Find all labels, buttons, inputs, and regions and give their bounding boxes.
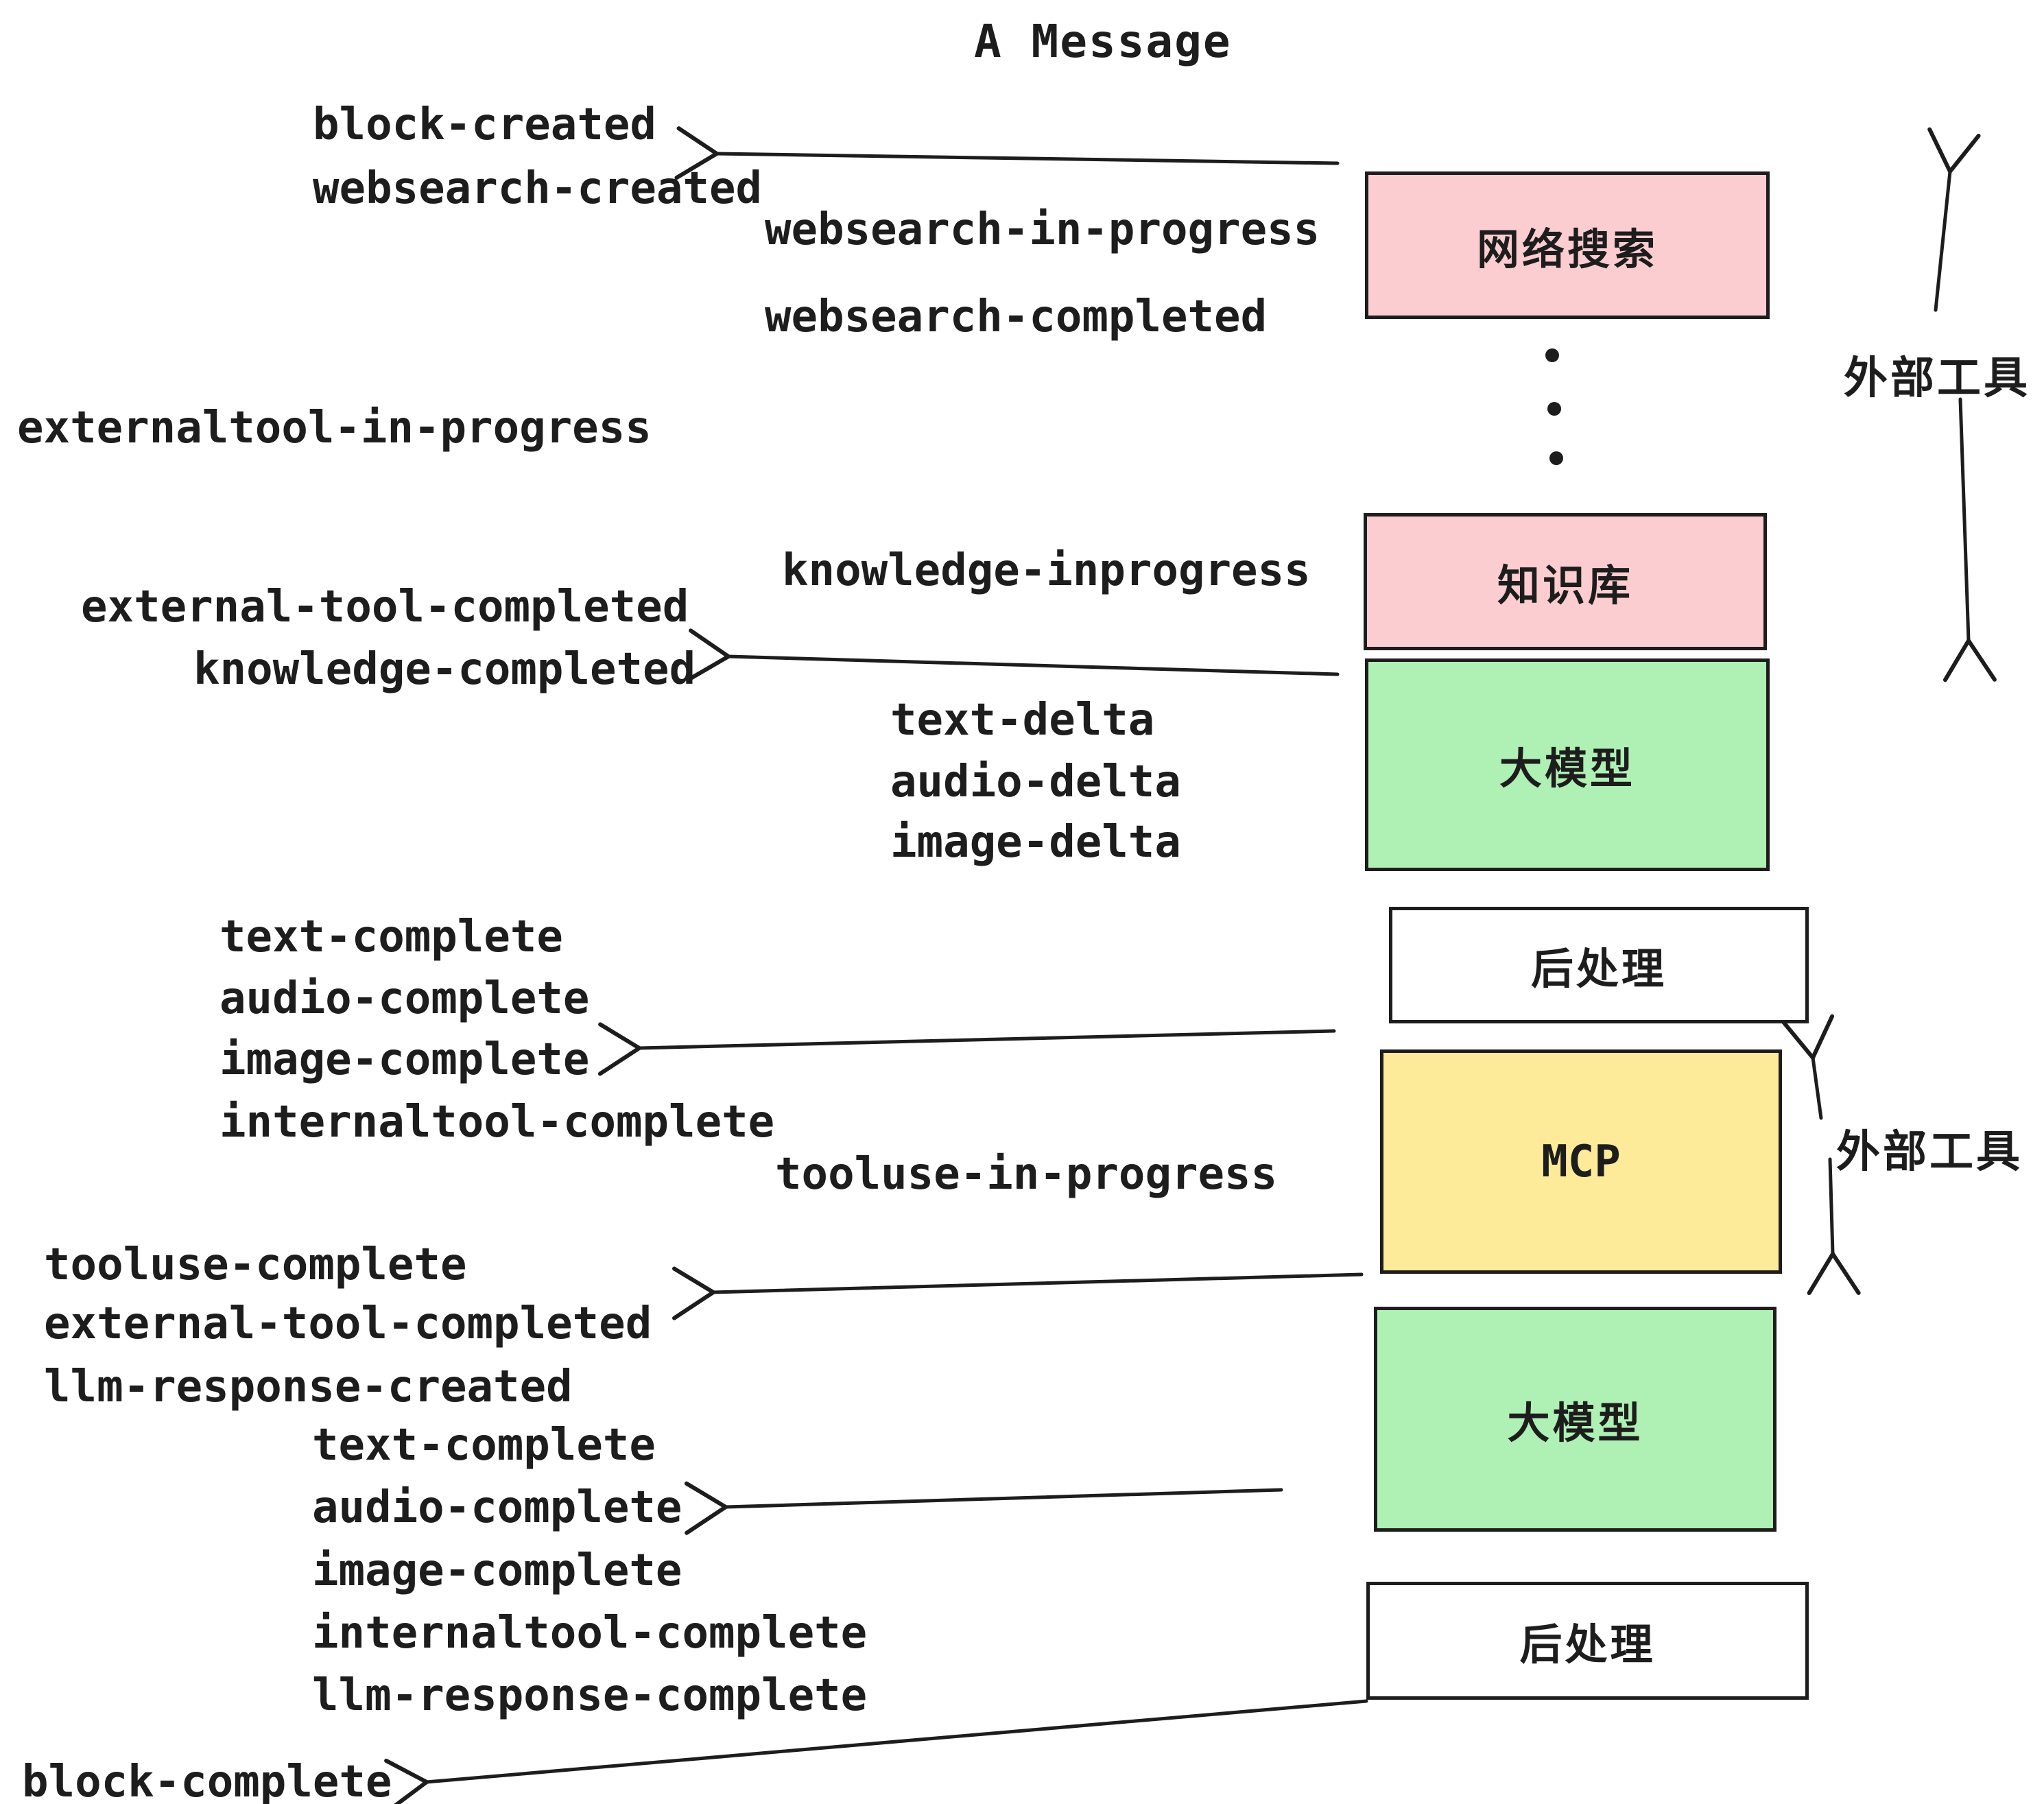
- box-knowledge: 知识库: [1364, 513, 1767, 650]
- arrow-knowledge-completed: [685, 628, 1340, 683]
- event-internaltool-complete: internaltool-complete: [219, 1097, 775, 1148]
- external-tools-arrows-top: [1927, 127, 1997, 683]
- event-arrows: [384, 126, 1368, 1804]
- arrow-down-icon: [1942, 397, 1997, 683]
- arrow-audio-complete: [684, 1481, 1283, 1535]
- box-llm-1-label: 大模型: [1499, 744, 1635, 794]
- arrow-up-icon: [1781, 1014, 1835, 1120]
- event-external-tool-completed-2: external-tool-completed: [44, 1298, 652, 1349]
- arrow-up-icon: [1927, 127, 1981, 312]
- arrow-tooluse-complete: [672, 1266, 1364, 1320]
- event-audio-delta: audio-delta: [890, 757, 1181, 807]
- box-llm-1: 大模型: [1365, 658, 1770, 871]
- event-websearch-in-progress: websearch-in-progress: [765, 204, 1320, 255]
- box-mcp-label: MCP: [1541, 1136, 1621, 1187]
- event-text-complete-2: text-complete: [312, 1420, 656, 1471]
- event-text-complete: text-complete: [219, 912, 563, 962]
- arrow-block-websearch-created: [674, 126, 1340, 180]
- box-knowledge-label: 知识库: [1497, 560, 1633, 610]
- event-block-created: block-created: [313, 99, 656, 150]
- external-tools-label-top: 外部工具: [1844, 353, 2030, 404]
- box-websearch: 网络搜索: [1365, 171, 1770, 319]
- box-llm-2: 大模型: [1374, 1307, 1776, 1532]
- event-external-tool-completed: external-tool-completed: [81, 582, 689, 632]
- event-llm-response-created: llm-response-created: [44, 1362, 573, 1412]
- box-postprocess-1-label: 后处理: [1530, 944, 1667, 994]
- box-llm-2-label: 大模型: [1507, 1398, 1643, 1448]
- event-internaltool-complete-2: internaltool-complete: [312, 1608, 868, 1659]
- event-knowledge-inprogress: knowledge-inprogress: [782, 545, 1311, 596]
- external-tools-label-bottom: 外部工具: [1836, 1127, 2023, 1178]
- box-websearch-label: 网络搜索: [1476, 224, 1658, 274]
- event-image-complete: image-complete: [219, 1034, 590, 1085]
- box-postprocess-1: 后处理: [1389, 907, 1809, 1023]
- event-image-complete-2: image-complete: [312, 1545, 682, 1596]
- event-knowledge-completed: knowledge-completed: [193, 644, 696, 695]
- ellipsis-dots-icon: [1545, 348, 1563, 465]
- box-postprocess-2: 后处理: [1366, 1582, 1809, 1700]
- event-websearch-created: websearch-created: [313, 163, 763, 214]
- event-image-delta: image-delta: [890, 817, 1181, 868]
- box-postprocess-2-label: 后处理: [1519, 1619, 1656, 1670]
- event-audio-complete: audio-complete: [219, 973, 590, 1024]
- event-externaltool-in-progress: externaltool-in-progress: [17, 403, 652, 453]
- event-tooluse-complete: tooluse-complete: [44, 1239, 467, 1290]
- event-tooluse-in-progress: tooluse-in-progress: [775, 1149, 1278, 1200]
- event-audio-complete-2: audio-complete: [312, 1482, 682, 1533]
- page-title: A Message: [974, 15, 1232, 68]
- arrow-image-complete: [597, 1022, 1336, 1076]
- event-text-delta: text-delta: [890, 695, 1155, 746]
- event-websearch-completed: websearch-completed: [765, 292, 1268, 342]
- arrow-down-icon: [1807, 1157, 1861, 1296]
- event-block-complete: block-complete: [22, 1757, 392, 1804]
- external-tools-arrows-bottom: [1781, 1014, 1861, 1296]
- event-llm-response-complete: llm-response-complete: [312, 1670, 868, 1721]
- box-mcp: MCP: [1380, 1049, 1782, 1274]
